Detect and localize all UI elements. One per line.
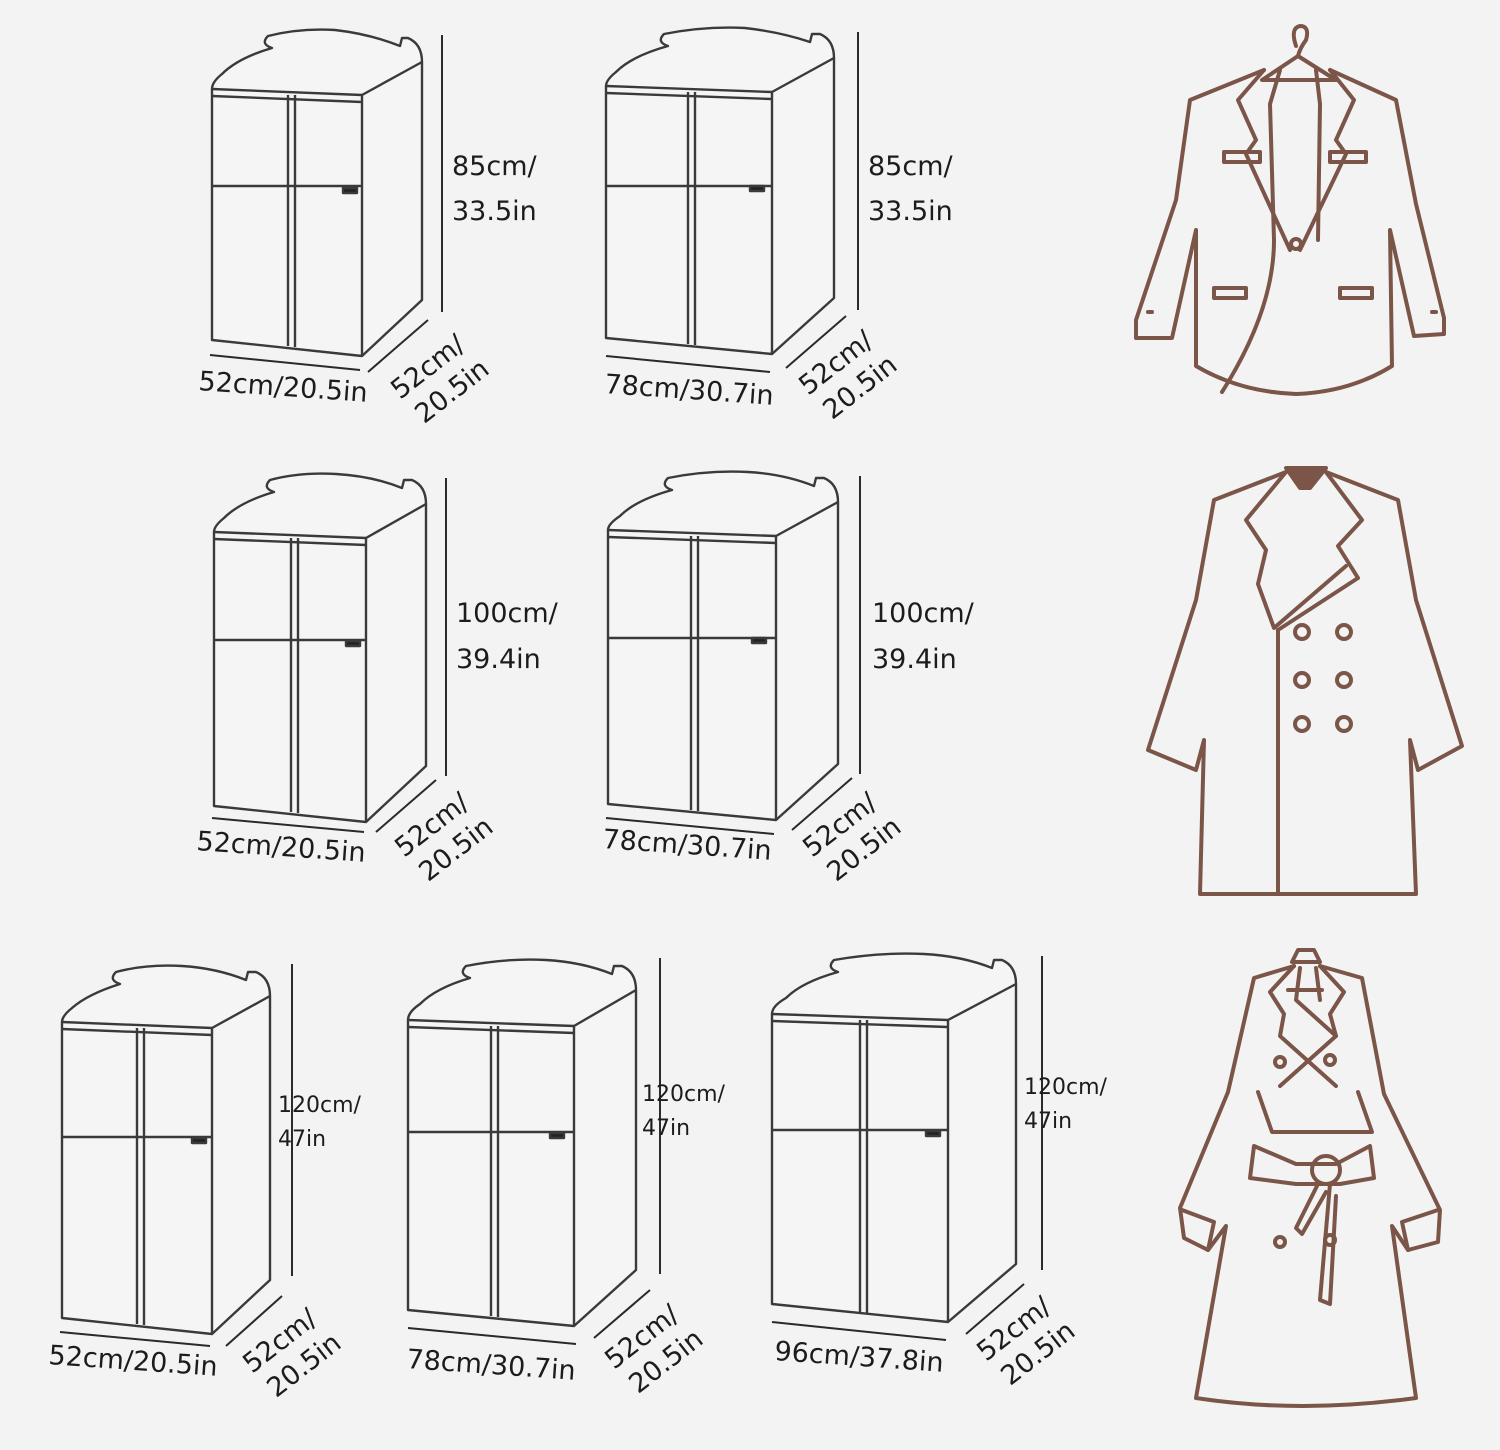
suit-jacket-icon: [1134, 24, 1446, 396]
bag-5-width-label: 52cm/20.5in: [48, 1340, 219, 1383]
bag-1-height-cm: 85cm/: [452, 151, 538, 182]
bag-7-height-in: 47in: [1024, 1109, 1072, 1134]
trench-coat-icon: [1178, 948, 1442, 1408]
bag-3-height-in: 39.4in: [456, 644, 541, 675]
garment-bag-5: 120cm/ 47in 52cm/20.5in 52cm/ 20.5in: [48, 964, 362, 1404]
garment-bag-4: 100cm/ 39.4in 78cm/30.7in 52cm/ 20.5in: [602, 470, 975, 888]
bag-6-height-in: 47in: [642, 1116, 690, 1141]
garment-bag-1: 85cm/ 33.5in 52cm/20.5in 52cm/ 20.5in: [198, 28, 538, 430]
bag-4-height-in: 39.4in: [872, 644, 957, 675]
bag-1-height-in: 33.5in: [452, 196, 537, 227]
bag-5-height-in: 47in: [278, 1127, 326, 1152]
garment-bag-2: 85cm/ 33.5in 78cm/30.7in 52cm/ 20.5in: [604, 26, 954, 426]
bag-3-width-label: 52cm/20.5in: [196, 826, 367, 869]
double-breasted-coat-icon: [1146, 466, 1464, 896]
bag-5-height-cm: 120cm/: [278, 1093, 362, 1118]
bag-3-height-cm: 100cm/: [456, 598, 559, 629]
bag-2-height-cm: 85cm/: [868, 151, 954, 182]
bag-1-width-label: 52cm/20.5in: [198, 366, 369, 409]
bag-6-width-label: 78cm/30.7in: [406, 1344, 577, 1387]
garment-bag-3: 100cm/ 39.4in 52cm/20.5in 52cm/ 20.5in: [196, 472, 559, 888]
bag-4-height-cm: 100cm/: [872, 598, 975, 629]
garment-bag-7: 120cm/ 47in 96cm/37.8in 52cm/ 20.5in: [770, 952, 1108, 1392]
bag-6-height-cm: 120cm/: [642, 1082, 726, 1107]
hanger-icon: [1260, 24, 1338, 82]
bag-7-height-cm: 120cm/: [1024, 1075, 1108, 1100]
garment-bag-6: 120cm/ 47in 78cm/30.7in 52cm/ 20.5in: [406, 958, 726, 1400]
bag-2-width-label: 78cm/30.7in: [604, 369, 775, 412]
bag-2-height-in: 33.5in: [868, 196, 953, 227]
bag-7-width-label: 96cm/37.8in: [774, 1336, 945, 1379]
